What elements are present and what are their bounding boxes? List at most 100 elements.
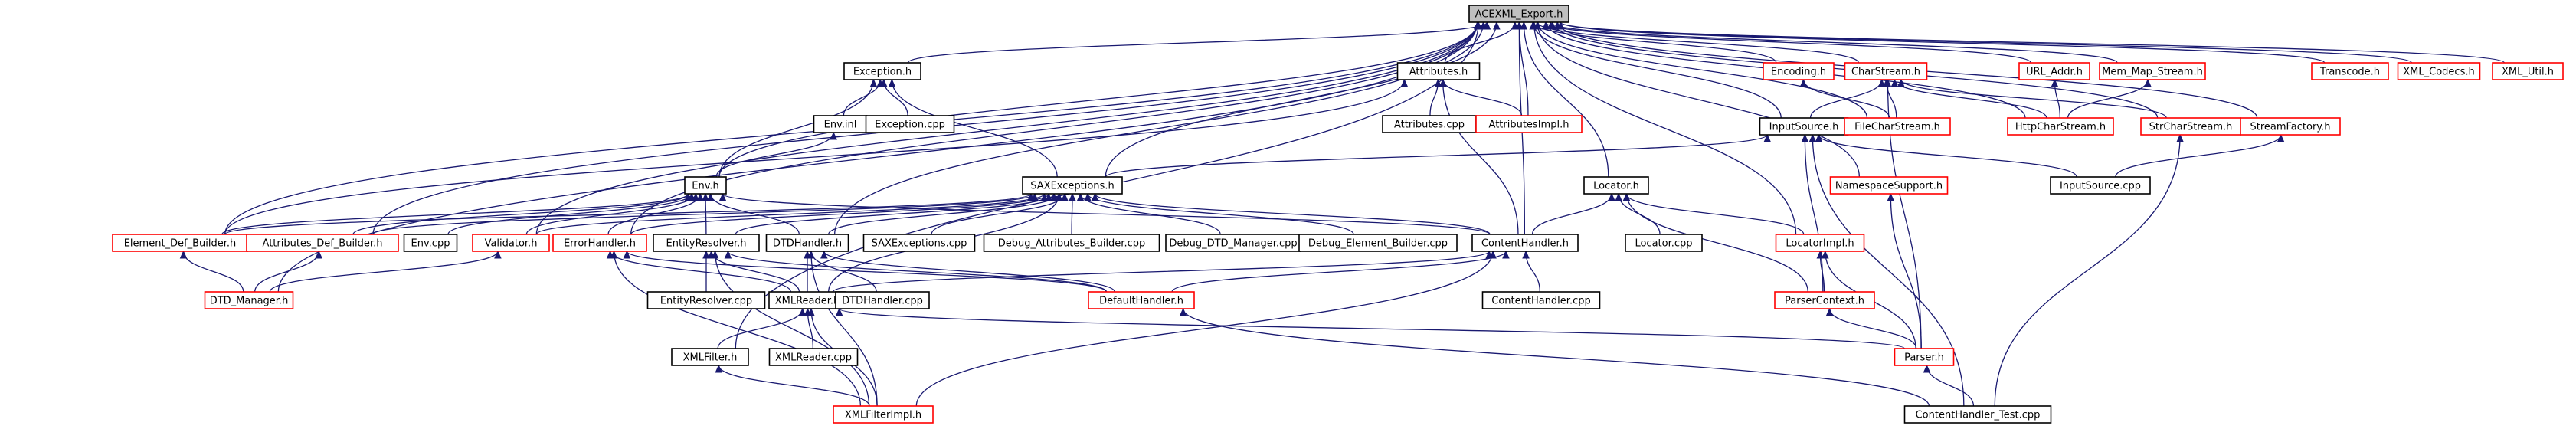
node-box [1844, 117, 1951, 136]
node-label: Validator.h [485, 238, 538, 250]
file-node-dtd-manager-h[interactable]: DTD_Manager.h [204, 291, 294, 309]
edge-line [1900, 79, 2167, 119]
file-node-contenthandler-test-cpp[interactable]: ContentHandler_Test.cpp [1903, 405, 2052, 424]
file-node-url-addr-h[interactable]: URL_Addr.h [2018, 62, 2090, 80]
edge-arrowhead [1815, 133, 1823, 142]
file-node-charstream-h[interactable]: CharStream.h [1844, 62, 1928, 80]
file-node-locatorimpl-h[interactable]: LocatorImpl.h [1775, 234, 1865, 252]
edge-arrowhead [610, 250, 618, 259]
file-node-env-inl[interactable]: Env.inl [813, 115, 868, 133]
edge-arrowhead [1511, 21, 1519, 30]
edge-xmlfilterimpl_h-to-contenthandler_h [915, 250, 1497, 407]
node-label: FileCharStream.h [1854, 122, 1940, 133]
edge-arrowhead [1055, 192, 1063, 201]
file-node-env-cpp[interactable]: Env.cpp [403, 234, 458, 252]
file-node-attributes-h[interactable]: Attributes.h [1396, 62, 1481, 80]
file-node-inputsource-cpp[interactable]: InputSource.cpp [2050, 176, 2151, 195]
file-node-saxexceptions-h[interactable]: SAXExceptions.h [1022, 176, 1123, 195]
edge-arrowhead [724, 250, 732, 259]
file-node-errorhandler-h[interactable]: ErrorHandler.h [552, 234, 647, 252]
file-node-xmlreader-cpp[interactable]: XMLReader.cpp [768, 348, 859, 366]
edge-arrowhead [2176, 133, 2184, 142]
file-node-exception-h[interactable]: Exception.h [843, 62, 921, 80]
file-node-contenthandler-cpp[interactable]: ContentHandler.cpp [1481, 291, 1601, 309]
file-node-entityresolver-cpp[interactable]: EntityResolver.cpp [646, 291, 766, 309]
file-node-strcharstream-h[interactable]: StrCharStream.h [2140, 117, 2241, 136]
file-node-locator-cpp[interactable]: Locator.cpp [1625, 234, 1703, 252]
file-node-defaulthandler-h[interactable]: DefaultHandler.h [1088, 291, 1195, 309]
edge-arrowhead [718, 192, 727, 201]
edge-line [718, 21, 1479, 178]
file-node-parser-h[interactable]: Parser.h [1894, 348, 1955, 366]
file-node-xml-codecs-h[interactable]: XML_Codecs.h [2397, 62, 2481, 80]
file-node-dtdhandler-cpp[interactable]: DTDHandler.cpp [835, 291, 930, 309]
edge-parsercontext_h-to-inputsource_h [1801, 133, 1824, 293]
edge-line [224, 79, 1406, 235]
file-node-locator-h[interactable]: Locator.h [1583, 176, 1649, 195]
edge-namespacesupport_h-to-acexml_export_h [1533, 21, 1861, 178]
node-box [2050, 176, 2151, 195]
edge-defaulthandler_h-to-dtdhandler_h [820, 250, 1115, 293]
file-node-xml-util-h[interactable]: XML_Util.h [2492, 62, 2564, 80]
file-node-xmlreader-h[interactable]: XMLReader.h [768, 291, 846, 309]
file-node-transcode-h[interactable]: Transcode.h [2311, 62, 2389, 80]
node-label: XMLReader.cpp [775, 352, 852, 364]
file-node-validator-h[interactable]: Validator.h [472, 234, 550, 252]
edge-arrowhead [1530, 21, 1538, 30]
edge-arrowhead [1515, 21, 1524, 30]
file-node-inputsource-h[interactable]: InputSource.h [1759, 117, 1849, 136]
edge-saxexceptions_h-to-exception_h [888, 78, 1058, 178]
node-label: InputSource.cpp [2060, 181, 2141, 192]
file-node-attributesimpl-h[interactable]: AttributesImpl.h [1475, 115, 1583, 133]
node-box [552, 234, 647, 252]
file-node-mem-map-stream-h[interactable]: Mem_Map_Stream.h [2099, 62, 2206, 80]
edge-entityresolver_cpp-to-entityresolver_h [702, 250, 710, 292]
edge-line [1105, 21, 1497, 178]
edge-locator_cpp-to-locator_h [1615, 192, 1661, 235]
file-node-xmlfilter-h[interactable]: XMLFilter.h [671, 348, 749, 366]
file-node-xmlfilterimpl-h[interactable]: XMLFilterImpl.h [833, 405, 934, 424]
node-label: ErrorHandler.h [564, 238, 636, 250]
file-node-namespacesupport-h[interactable]: NamespaceSupport.h [1829, 176, 1949, 195]
edge-line [535, 193, 1045, 235]
node-box [833, 405, 934, 424]
file-node-attributes-def-builder-h[interactable]: Attributes_Def_Builder.h [246, 234, 399, 252]
file-node-streamfactory-h[interactable]: StreamFactory.h [2240, 117, 2341, 136]
edge-line [2067, 79, 2149, 119]
file-node-dtdhandler-h[interactable]: DTDHandler.h [765, 234, 849, 252]
file-node-parsercontext-h[interactable]: ParserContext.h [1774, 291, 1875, 309]
edge-line [1550, 21, 2118, 64]
edge-arrowhead [179, 250, 188, 259]
file-node-env-h[interactable]: Env.h [684, 176, 727, 195]
file-node-debug-dtd-manager-cpp[interactable]: Debug_DTD_Manager.cpp [1165, 234, 1301, 252]
node-label: Debug_Attributes_Builder.cpp [998, 238, 1146, 250]
edge-line [810, 251, 878, 407]
edge-defaulthandler_h-to-errorhandler_h [623, 250, 1107, 293]
file-node-saxexceptions-cpp[interactable]: SAXExceptions.cpp [862, 234, 976, 252]
file-node-httpcharstream-h[interactable]: HttpCharStream.h [2007, 117, 2114, 136]
node-box [1298, 234, 1458, 252]
edge-env_h-to-env_inl [715, 131, 837, 178]
node-label: ContentHandler.h [1481, 238, 1569, 250]
file-node-attributes-cpp[interactable]: Attributes.cpp [1382, 115, 1477, 133]
node-label: Debug_Element_Builder.cpp [1308, 238, 1448, 250]
edge-arrowhead [830, 131, 837, 140]
node-box [1844, 62, 1928, 80]
file-node-exception-cpp[interactable]: Exception.cpp [865, 115, 955, 133]
node-box [2099, 62, 2206, 80]
file-node-filecharstream-h[interactable]: FileCharStream.h [1844, 117, 1951, 136]
node-label: SAXExceptions.h [1030, 181, 1114, 192]
file-node-contenthandler-h[interactable]: ContentHandler.h [1471, 234, 1579, 252]
node-box [1774, 291, 1875, 309]
edge-line [372, 193, 1036, 235]
file-node-element-def-builder-h[interactable]: Element_Def_Builder.h [112, 234, 248, 252]
edge-defaulthandler_h-to-entityresolver_h [724, 250, 1108, 293]
node-label: Encoding.h [1771, 67, 1826, 78]
edge-arrowhead [1520, 21, 1528, 30]
file-node-debug-element-builder-cpp[interactable]: Debug_Element_Builder.cpp [1298, 234, 1458, 252]
file-node-entityresolver-h[interactable]: EntityResolver.h [653, 234, 760, 252]
node-label: ContentHandler_Test.cpp [1916, 410, 2041, 421]
file-node-encoding-h[interactable]: Encoding.h [1763, 62, 1835, 80]
file-node-debug-attributes-builder-cpp[interactable]: Debug_Attributes_Builder.cpp [983, 234, 1160, 252]
